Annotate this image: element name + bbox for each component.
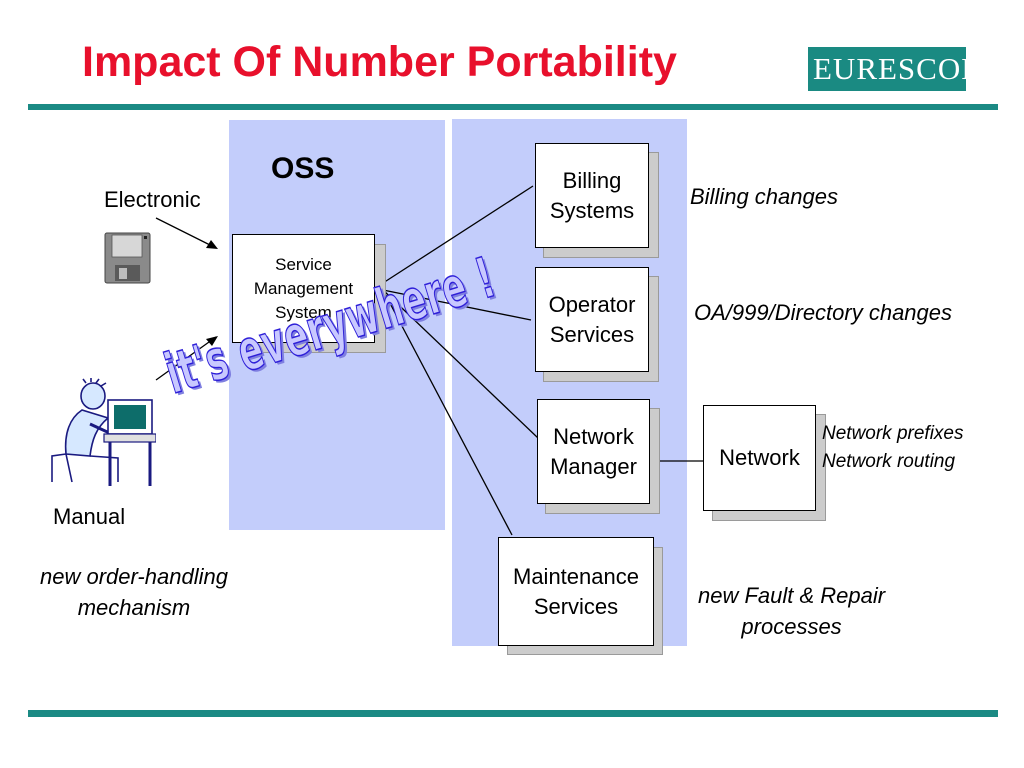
sms-line2: Management (253, 278, 354, 298)
floppy-disk-icon (104, 232, 151, 284)
billing-systems-box: Billing Systems (535, 143, 649, 248)
operator-line2: Services (549, 321, 635, 347)
eurescom-logo (808, 47, 966, 91)
network-box: Network (703, 405, 816, 511)
sms-to-billing-line (382, 185, 534, 284)
billing-line2: Systems (549, 197, 635, 223)
network-label: Network (719, 445, 800, 470)
electronic-arrow-line (155, 217, 217, 249)
sms-to-maintenance-line (382, 289, 513, 536)
electronic-arrowhead (206, 240, 218, 249)
top-divider (28, 104, 998, 110)
network-note-line1: Network prefixes (822, 423, 964, 444)
sms-to-network-manager-line (382, 289, 539, 439)
billing-changes-note: Billing changes (690, 184, 838, 209)
eurescom-logo-text: EURESCOM (813, 51, 990, 86)
network-changes-note: Network prefixes Network routing (822, 420, 964, 476)
electronic-label: Electronic (104, 187, 201, 212)
sms-line1: Service (275, 254, 332, 274)
sms-to-operator-line (382, 289, 532, 321)
order-handling-note: new order-handling mechanism (40, 561, 228, 623)
manual-arrowhead (206, 336, 218, 346)
network-manager-line2: Manager (550, 453, 637, 479)
oss-label: OSS (271, 152, 335, 185)
order-note-line2: mechanism (77, 595, 191, 620)
order-note-line1: new order-handling (40, 564, 228, 589)
sms-line3: System (275, 302, 332, 322)
fault-note-line1: new Fault & Repair (698, 583, 886, 608)
maintenance-line1: Maintenance (513, 563, 639, 589)
fault-note-line2: processes (741, 614, 842, 639)
maintenance-line2: Services (533, 593, 619, 619)
network-manager-box: Network Manager (537, 399, 650, 504)
manual-arrow-line (155, 336, 217, 381)
manual-label: Manual (53, 504, 126, 529)
operator-services-box: Operator Services (535, 267, 649, 372)
person-at-computer-icon (46, 378, 157, 488)
operator-changes-note: OA/999/Directory changes (694, 300, 953, 325)
billing-line1: Billing (562, 167, 622, 193)
fault-repair-note: new Fault & Repair processes (698, 580, 885, 642)
network-note-line2: Network routing (822, 451, 956, 472)
maintenance-services-box: Maintenance Services (498, 537, 654, 646)
bottom-divider (28, 710, 998, 717)
service-management-system-box: Service Management System (232, 234, 375, 343)
page-title: Impact Of Number Portability (82, 38, 677, 86)
network-manager-line1: Network (553, 423, 634, 449)
operator-line1: Operator (548, 291, 636, 317)
